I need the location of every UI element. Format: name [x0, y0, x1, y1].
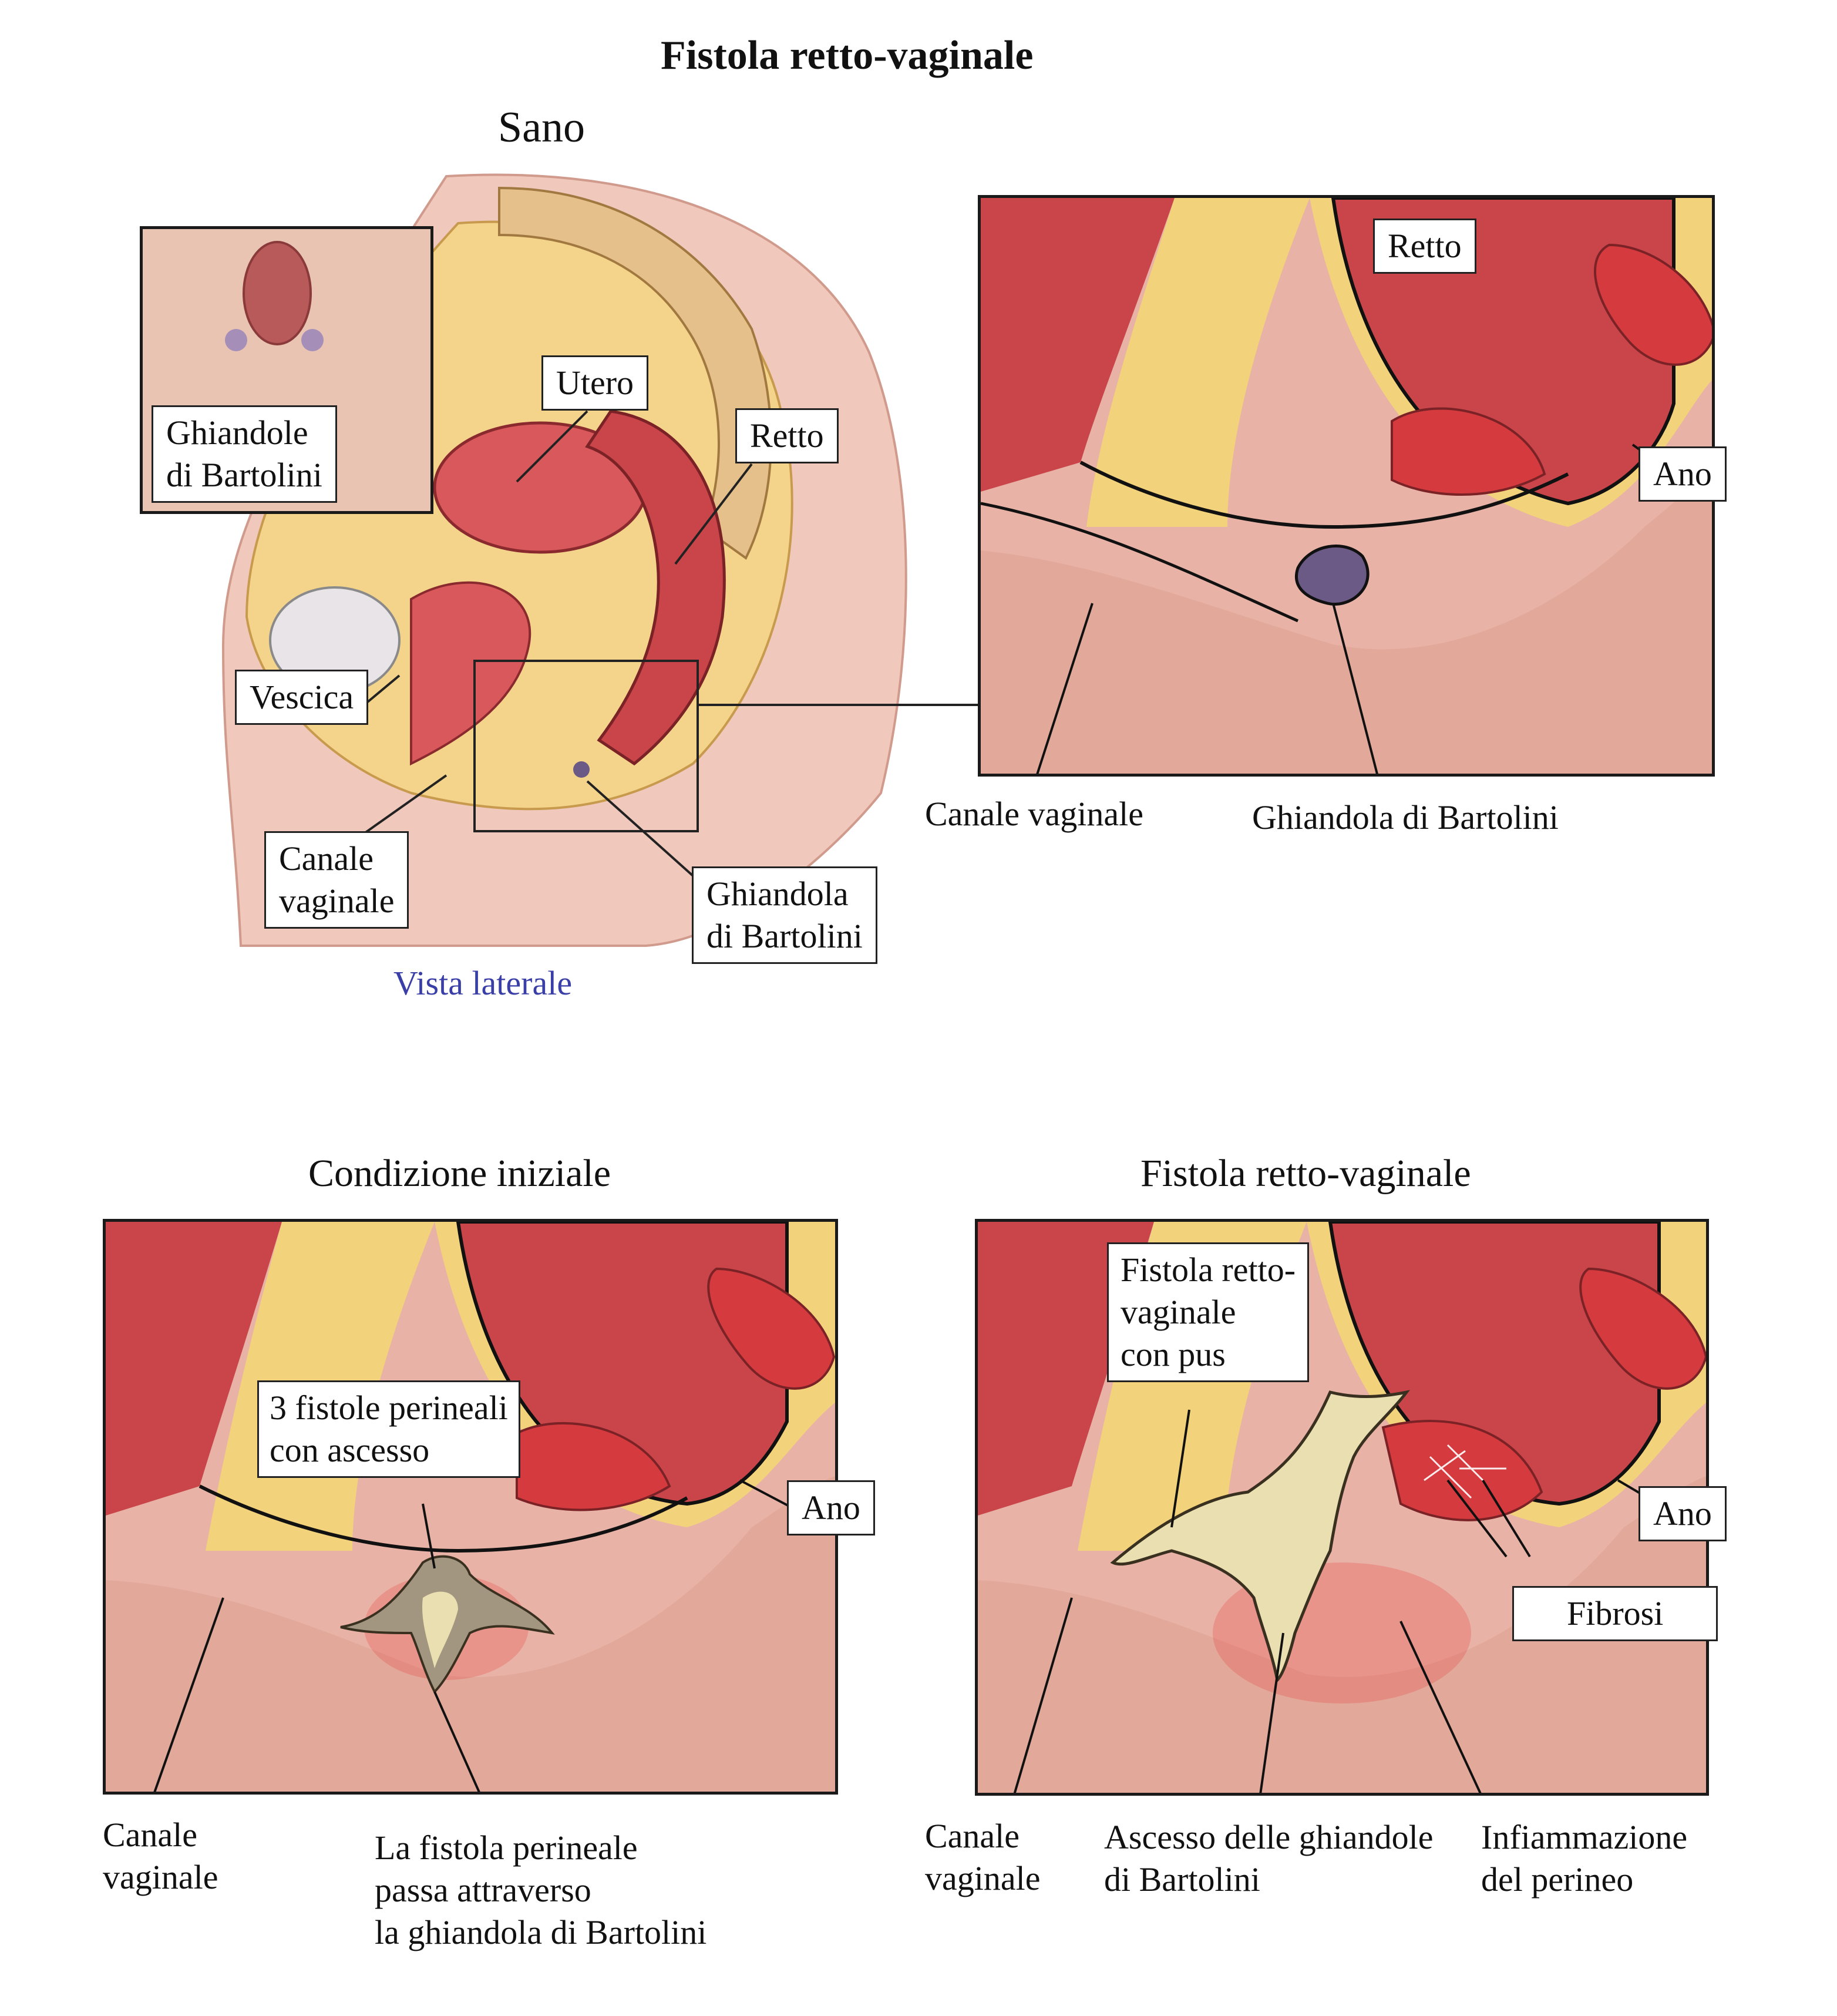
- box-line: con ascesso: [270, 1431, 430, 1469]
- page-title: Fistola retto-vaginale: [661, 33, 1034, 78]
- label-line: Infiammazione: [1481, 1818, 1688, 1856]
- fistula-art: [978, 1222, 1706, 1793]
- fistula-label-ano: Ano: [1639, 1486, 1727, 1541]
- label-canale-vaginale: Canale vaginale: [264, 831, 409, 929]
- panel-initial: [103, 1219, 838, 1795]
- inset-gland-left: [225, 329, 247, 351]
- label-ghiandola: Ghiandola di Bartolini: [692, 866, 877, 964]
- inset-label-line: Ghiandole: [166, 414, 308, 452]
- fistula-label-fibrosi: Fibrosi: [1512, 1586, 1718, 1641]
- inset-label-box: Ghiandole di Bartolini: [152, 405, 337, 503]
- label-line: passa attraverso: [375, 1871, 591, 1909]
- label-line: Canale: [925, 1817, 1020, 1855]
- fistula-heading: Fistola retto-vaginale: [1140, 1152, 1471, 1195]
- zoom-panel-healthy: [978, 195, 1715, 777]
- healthy-heading: Sano: [498, 103, 585, 152]
- fistula-label-infiammazione: Infiammazione del perineo: [1481, 1816, 1687, 1901]
- inset-label-line: di Bartolini: [166, 456, 322, 494]
- label-line: La fistola perineale: [375, 1829, 638, 1867]
- zoom-label-canale: Canale vaginale: [925, 795, 1143, 833]
- label-line: di Bartolini: [706, 917, 863, 955]
- label-line: Canale: [279, 839, 374, 878]
- box-line: 3 fistole perineali: [270, 1389, 508, 1427]
- label-line: Ascesso delle ghiandole: [1104, 1818, 1434, 1856]
- inset-gland-right: [301, 329, 324, 351]
- box-line: Fistola retto-: [1121, 1251, 1296, 1289]
- box-line: vaginale: [1121, 1293, 1236, 1331]
- label-retto: Retto: [735, 408, 839, 463]
- panel-fistula: [975, 1219, 1709, 1796]
- label-line: vaginale: [103, 1858, 218, 1896]
- label-line: la ghiandola di Bartolini: [375, 1913, 707, 1951]
- label-line: Canale: [103, 1816, 198, 1854]
- fistula-label-canale: Canale vaginale: [925, 1815, 1040, 1900]
- label-line: vaginale: [925, 1859, 1041, 1897]
- box-line: con pus: [1121, 1335, 1226, 1373]
- zoom-label-retto: Retto: [1373, 219, 1476, 274]
- label-line: vaginale: [279, 882, 395, 920]
- initial-label-ano: Ano: [787, 1480, 875, 1535]
- label-line: Ghiandola: [706, 875, 849, 913]
- inset-skin-fold: [243, 241, 312, 345]
- label-line: del perineo: [1481, 1860, 1634, 1899]
- zoom-label-ano: Ano: [1639, 446, 1727, 502]
- label-line: di Bartolini: [1104, 1860, 1260, 1899]
- fistula-label-ascesso: Ascesso delle ghiandole di Bartolini: [1104, 1816, 1434, 1901]
- initial-label-canale: Canale vaginale: [103, 1814, 218, 1899]
- label-vescica: Vescica: [235, 670, 369, 725]
- zoom-label-ghiandola: Ghiandola di Bartolini: [1252, 798, 1559, 836]
- caption-vista-laterale: Vista laterale: [393, 964, 573, 1002]
- initial-heading: Condizione iniziale: [308, 1152, 611, 1195]
- initial-art: [106, 1222, 835, 1792]
- fistula-box-pus: Fistola retto- vaginale con pus: [1107, 1242, 1310, 1382]
- zoom-healthy-art: [981, 198, 1712, 774]
- label-utero: Utero: [541, 355, 649, 411]
- initial-box-fistole: 3 fistole perineali con ascesso: [257, 1380, 520, 1478]
- initial-label-passage: La fistola perineale passa attraverso la…: [375, 1827, 706, 1954]
